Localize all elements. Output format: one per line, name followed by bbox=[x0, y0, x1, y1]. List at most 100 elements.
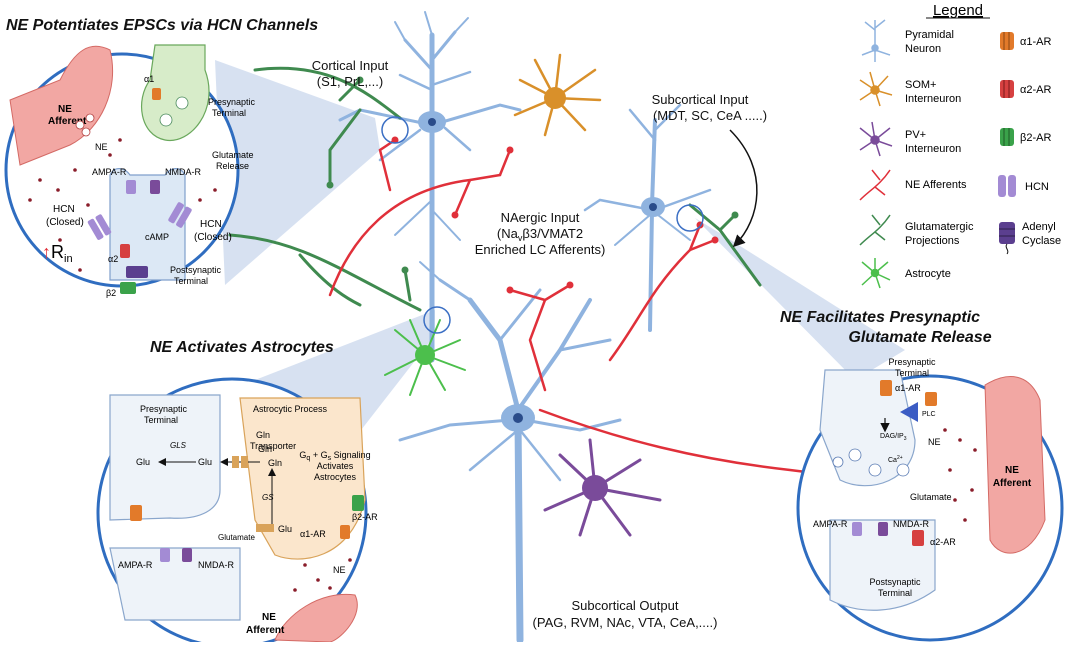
astro-gln-trans-label: Gln bbox=[256, 430, 270, 440]
astro-a1ar-label: α1-AR bbox=[300, 529, 326, 539]
epsc-ne-afferent-shape bbox=[9, 45, 114, 166]
legend-label-pyramidal: Pyramidal bbox=[905, 29, 954, 41]
astro-gq-label-3: Astrocytes bbox=[314, 472, 357, 482]
astro-glu1-label: Glu bbox=[136, 457, 150, 467]
presyn-a1ar-label: α1-AR bbox=[895, 383, 921, 393]
legend-label-hcn: HCN bbox=[1025, 181, 1049, 193]
panel-presyn-release: Presynaptic Terminal α1-AR PLC DAG/IP3 C… bbox=[796, 357, 1064, 642]
presyn-ne-label: NE bbox=[928, 437, 941, 447]
astro-gln-trans-label-2: Transporter bbox=[250, 441, 296, 451]
astro-ne-afferent-shape bbox=[274, 593, 358, 643]
legend-label-som-2: Interneuron bbox=[905, 93, 961, 105]
subcortical-input-arrow bbox=[729, 129, 758, 248]
synapse-highlight-top bbox=[381, 116, 409, 144]
astro-presyn-terminal bbox=[109, 394, 221, 521]
astro-nmda-label: NMDA-R bbox=[198, 560, 234, 570]
astrocyte-soma bbox=[415, 345, 435, 365]
presyn-ne-afferent-label-2: Afferent bbox=[993, 478, 1032, 489]
astro-gs-label: GS bbox=[262, 493, 274, 502]
pyramidal-neuron-top bbox=[338, 11, 522, 363]
epsc-presynaptic-terminal bbox=[141, 44, 210, 141]
legend: Legend Pyramidal Neuron SOM+ Interneuron… bbox=[859, 2, 1061, 289]
epsc-rin-label: ↑Rin bbox=[42, 242, 73, 265]
presyn-ne-afferent-shape bbox=[984, 376, 1046, 554]
presyn-a2ar-receptor-top bbox=[925, 392, 937, 406]
nergic-input-markers: (Navβ3/VMAT2 bbox=[497, 226, 583, 243]
pyramidal-nucleus-main bbox=[513, 413, 523, 423]
epsc-ampa-label: AMPA-R bbox=[92, 167, 127, 177]
astro-glu3-label: Glu bbox=[278, 524, 292, 534]
astro-process-shape bbox=[239, 397, 366, 560]
epsc-ne-vesicles bbox=[75, 113, 95, 137]
nergic-input-label: NAergic Input bbox=[501, 210, 580, 225]
subcortical-input-regions: (MDT, SC, CeA .....) bbox=[653, 108, 767, 123]
presyn-ne-dots bbox=[943, 428, 977, 522]
cortical-input-regions: (S1, PrL,...) bbox=[317, 74, 383, 89]
subcortical-output-label: Subcortical Output bbox=[572, 598, 679, 613]
presyn-nmda-receptor bbox=[878, 522, 888, 536]
pyramidal-nucleus-right bbox=[649, 203, 657, 211]
astro-b2ar-label: β2-AR bbox=[352, 512, 378, 522]
presyn-a2ar-label: α2-AR bbox=[930, 537, 956, 547]
presyn-plc-label: PLC bbox=[922, 411, 936, 418]
astro-ne-afferent-label: NE bbox=[262, 612, 276, 623]
epsc-ampa-receptor bbox=[126, 180, 136, 194]
epsc-postsyn-label-2: Terminal bbox=[174, 276, 208, 286]
title-presyn-line1: NE Facilitates Presynaptic bbox=[780, 309, 980, 326]
astro-gln-transporter-right bbox=[241, 456, 248, 468]
astro-ne-dots bbox=[293, 558, 352, 592]
legend-pyramidal-icon bbox=[861, 19, 891, 62]
som-soma bbox=[544, 87, 566, 109]
pyramidal-nucleus-top bbox=[428, 118, 436, 126]
astro-presyn-label: Presynaptic bbox=[140, 404, 188, 414]
presyn-nmda-label: NMDA-R bbox=[893, 519, 929, 529]
legend-label-astrocyte: Astrocyte bbox=[905, 268, 951, 280]
epsc-hcn-left-channel bbox=[87, 214, 112, 240]
epsc-ne-dots bbox=[28, 138, 217, 272]
astro-gq-label: Gq + Gs Signaling bbox=[299, 450, 370, 462]
legend-hcn-icon bbox=[998, 175, 1016, 197]
astro-ne-label: NE bbox=[333, 565, 346, 575]
panel-astrocytes: Presynaptic Terminal Astrocytic Process … bbox=[96, 377, 378, 647]
presyn-postsyn-terminal bbox=[829, 519, 936, 611]
astro-gq-label-2: Activates bbox=[317, 461, 354, 471]
synapse-highlight-middle bbox=[423, 306, 451, 334]
nergic-input-source: Enriched LC Afferents) bbox=[475, 242, 606, 257]
epsc-a2-label: α2 bbox=[108, 254, 118, 264]
legend-label-adenyl: Adenyl bbox=[1022, 221, 1056, 233]
legend-label-ne-afferents: NE Afferents bbox=[905, 179, 967, 191]
astro-gln-transporter-left bbox=[232, 456, 239, 468]
pyramidal-neuron-main bbox=[398, 261, 622, 644]
astro-presyn-a1ar-receptor bbox=[130, 505, 142, 521]
epsc-glutamate-label: Glutamate bbox=[212, 150, 254, 160]
epsc-hcn-left-label: HCN bbox=[53, 204, 75, 215]
presyn-glutamate-label: Glutamate bbox=[910, 492, 952, 502]
epsc-b2-receptor bbox=[120, 282, 136, 294]
epsc-hcn-right-label-2: (Closed) bbox=[194, 232, 232, 243]
presyn-postsyn-label-2: Terminal bbox=[878, 588, 912, 598]
title-epsc: NE Potentiates EPSCs via HCN Channels bbox=[6, 17, 318, 34]
presyn-postsyn-label: Postsynaptic bbox=[869, 577, 921, 587]
astro-gln-label: Gln bbox=[258, 444, 272, 454]
epsc-a1-receptor bbox=[152, 88, 161, 100]
subcortical-input-label: Subcortical Input bbox=[652, 92, 749, 107]
astro-glu2-label: Glu bbox=[198, 457, 212, 467]
astro-b2ar-receptor bbox=[352, 495, 364, 511]
legend-b2ar-icon bbox=[1000, 128, 1014, 146]
epsc-camp-label: cAMP bbox=[145, 232, 169, 242]
presyn-terminal-shape bbox=[819, 369, 916, 487]
epsc-ne-label: NE bbox=[95, 142, 108, 152]
astro-gln2-label: Gln bbox=[268, 458, 282, 468]
subcortical-output-regions: (PAG, RVM, NAc, VTA, CeA,....) bbox=[533, 615, 718, 630]
epsc-glutamate-label-2: Release bbox=[216, 161, 249, 171]
legend-title: Legend bbox=[933, 2, 983, 19]
presyn-ampa-receptor bbox=[852, 522, 862, 536]
epsc-nmda-label: NMDA-R bbox=[165, 167, 201, 177]
presyn-ne-afferent-label: NE bbox=[1005, 465, 1019, 476]
legend-pv-icon bbox=[859, 121, 893, 157]
epsc-postsynaptic-terminal bbox=[109, 168, 186, 281]
legend-astrocyte-icon bbox=[861, 258, 891, 289]
epsc-presyn-label-2: Terminal bbox=[212, 108, 246, 118]
astro-presyn-label-2: Terminal bbox=[144, 415, 178, 425]
